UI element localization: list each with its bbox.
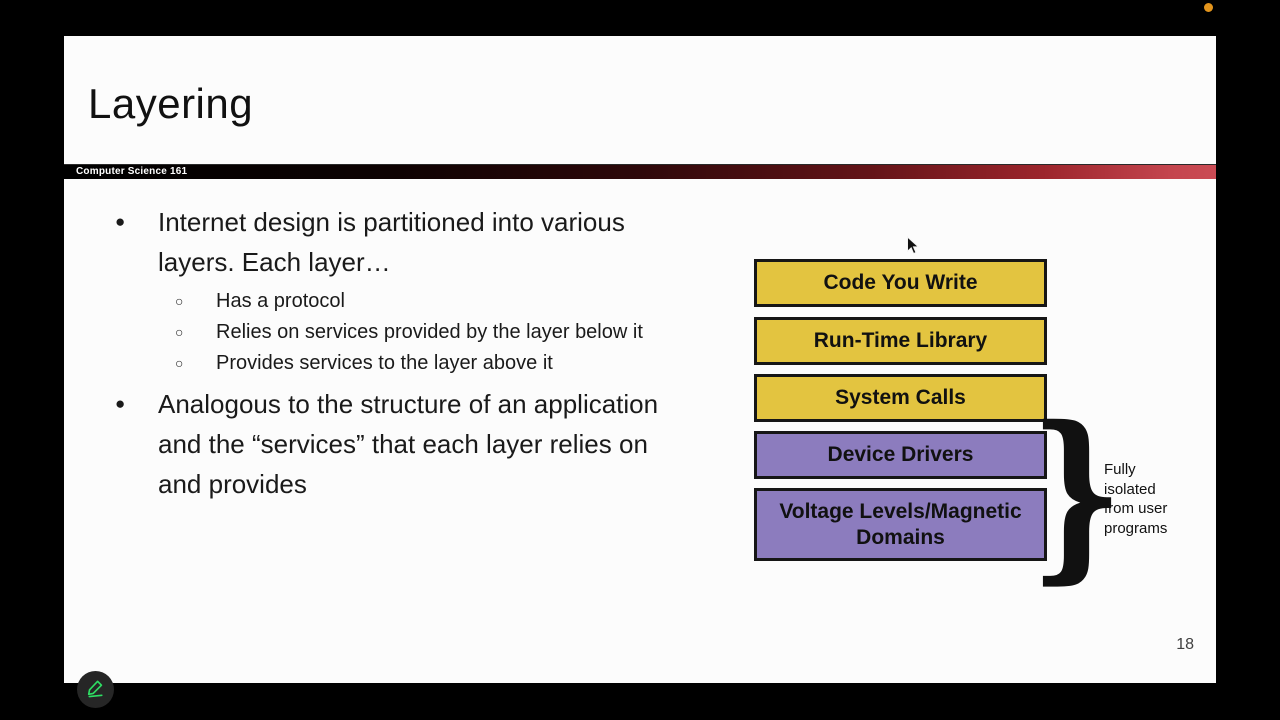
layer-box-code-you-write: Code You Write xyxy=(754,259,1047,307)
bullet-text: Has a protocol xyxy=(216,290,345,312)
sub-bullet-list: ○ Has a protocol ○ Relies on services pr… xyxy=(175,286,775,379)
course-banner-label: Computer Science 161 xyxy=(76,166,188,177)
slide: Layering Computer Science 161 ● Internet… xyxy=(64,36,1216,683)
bullet-marker: ○ xyxy=(175,355,184,371)
bullet-text: Internet design is partitioned into vari… xyxy=(158,207,625,277)
layer-box-voltage-levels: Voltage Levels/Magnetic Domains xyxy=(754,488,1047,561)
bullet-marker: ○ xyxy=(175,324,184,340)
list-item: ○ Provides services to the layer above i… xyxy=(175,348,775,379)
slide-page-number: 18 xyxy=(1176,636,1194,653)
page-title: Layering xyxy=(88,80,254,127)
curly-brace-icon: } xyxy=(1030,386,1124,600)
list-item: ○ Has a protocol xyxy=(175,286,775,317)
bullet-marker: ● xyxy=(115,394,126,413)
bullet-marker: ○ xyxy=(175,293,184,309)
recording-indicator-dot xyxy=(1204,3,1213,12)
layer-box-device-drivers: Device Drivers xyxy=(754,431,1047,479)
bullet-marker: ● xyxy=(115,212,126,231)
layer-box-runtime-library: Run-Time Library xyxy=(754,317,1047,365)
mouse-cursor-icon xyxy=(906,235,921,262)
annotate-pencil-button[interactable] xyxy=(77,671,114,708)
list-item: ● Internet design is partitioned into va… xyxy=(115,202,775,282)
bullet-text: Analogous to the structure of an applica… xyxy=(158,389,659,499)
bullet-text: Relies on services provided by the layer… xyxy=(216,321,643,343)
bullet-text: Provides services to the layer above it xyxy=(216,352,553,374)
bullet-list: ● Internet design is partitioned into va… xyxy=(115,202,775,504)
pencil-icon xyxy=(84,676,107,704)
layer-box-system-calls: System Calls xyxy=(754,374,1047,422)
course-banner: Computer Science 161 xyxy=(64,164,1216,179)
brace-annotation-text: Fully isolated from user programs xyxy=(1104,461,1168,537)
list-item: ● Analogous to the structure of an appli… xyxy=(115,384,775,504)
list-item: ○ Relies on services provided by the lay… xyxy=(175,317,775,348)
